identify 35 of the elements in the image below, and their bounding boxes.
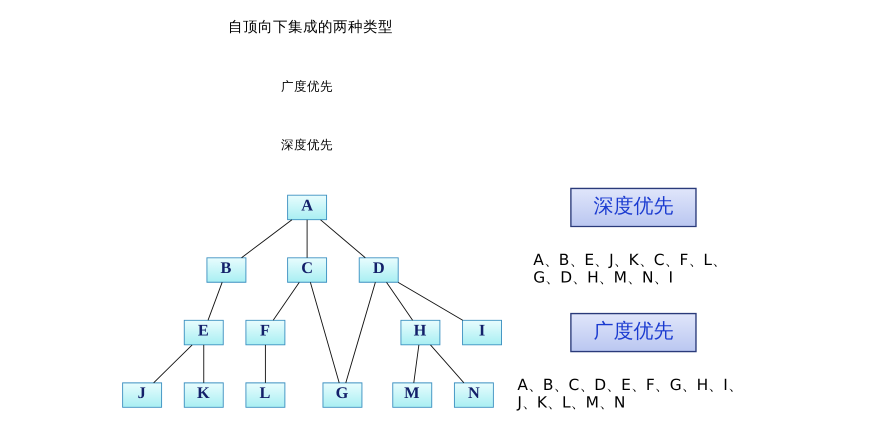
node-box: G xyxy=(322,382,362,408)
node-box: J xyxy=(122,382,162,408)
label: A、B、C、D、E、F、G、H、I、J、K、L、M、N xyxy=(517,376,743,412)
node-box: L xyxy=(245,382,286,408)
node-box: A xyxy=(287,194,328,220)
node-box: H xyxy=(400,320,440,346)
node-box: M xyxy=(392,382,432,408)
node-box: 深度优先 xyxy=(570,188,697,228)
node-box: B xyxy=(206,257,246,283)
node-box: C xyxy=(287,257,328,283)
connector xyxy=(208,282,223,321)
node-box: D xyxy=(358,257,399,283)
connector xyxy=(306,219,308,258)
node-box: 广度优先 xyxy=(570,312,697,352)
node-box: I xyxy=(462,320,502,346)
connector xyxy=(398,282,464,321)
node-box: K xyxy=(184,382,224,408)
connector xyxy=(203,344,204,384)
label: A、B、E、J、K、C、F、L、G、D、H、M、N、I xyxy=(533,251,727,286)
node-box: N xyxy=(454,382,494,408)
connector xyxy=(345,282,376,384)
connector xyxy=(310,282,340,384)
connector xyxy=(264,344,266,384)
connector xyxy=(320,219,366,258)
label: 深度优先 xyxy=(280,137,333,152)
connector xyxy=(153,344,193,384)
node-box: F xyxy=(245,320,286,346)
connector xyxy=(430,344,464,384)
connector xyxy=(272,282,300,321)
label: 自顶向下集成的两种类型 xyxy=(228,19,394,36)
node-box: E xyxy=(184,320,224,346)
connector xyxy=(386,282,414,321)
connector xyxy=(241,219,292,258)
connector xyxy=(413,344,420,384)
label: 广度优先 xyxy=(280,78,333,94)
